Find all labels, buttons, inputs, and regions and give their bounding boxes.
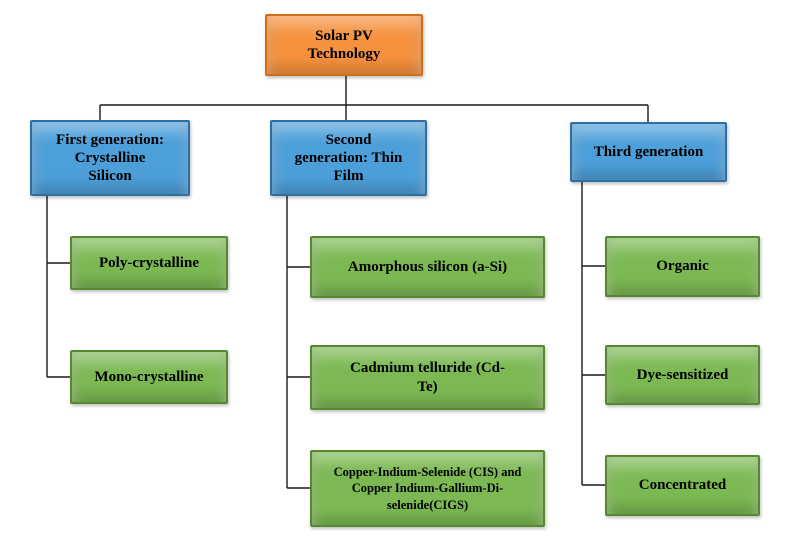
leaf-node-label: Organic [656, 258, 709, 275]
branch-node-label: First generation: Crystalline Silicon [56, 131, 164, 185]
leaf-node-label: Cadmium telluride (Cd-Te) [350, 360, 505, 395]
leaf-node-poly-crystalline: Poly-crystalline [70, 236, 228, 290]
leaf-node-label: Dye-sensitized [636, 366, 729, 383]
leaf-node-label: Mono-crystalline [94, 368, 204, 385]
leaf-node-label: Poly-crystalline [99, 254, 199, 271]
branch-node-label: Second generation: Thin Film [294, 131, 403, 185]
root-node-solar-pv-technology: Solar PV Technology [265, 14, 423, 76]
leaf-node-amorphous-silicon: Amorphous silicon (a-Si) [310, 236, 545, 298]
leaf-node-dye-sensitized: Dye-sensitized [605, 345, 760, 405]
branch-node-third-generation: Third generation [570, 122, 727, 182]
branch-node-second-generation: Second generation: Thin Film [270, 120, 427, 196]
leaf-node-cadmium-telluride: Cadmium telluride (Cd-Te) [310, 345, 545, 410]
leaf-node-concentrated: Concentrated [605, 455, 760, 516]
leaf-node-organic: Organic [605, 236, 760, 297]
root-node-label: Solar PV Technology [307, 27, 381, 62]
leaf-node-label: Copper-Indium-Selenide (CIS) and Copper … [333, 465, 522, 512]
branch-node-first-generation: First generation: Crystalline Silicon [30, 120, 190, 196]
leaf-node-label: Concentrated [638, 477, 727, 494]
leaf-node-mono-crystalline: Mono-crystalline [70, 350, 228, 404]
leaf-node-label: Amorphous silicon (a-Si) [347, 258, 508, 275]
leaf-node-cis-cigs: Copper-Indium-Selenide (CIS) and Copper … [310, 450, 545, 527]
branch-node-label: Third generation [593, 143, 704, 160]
